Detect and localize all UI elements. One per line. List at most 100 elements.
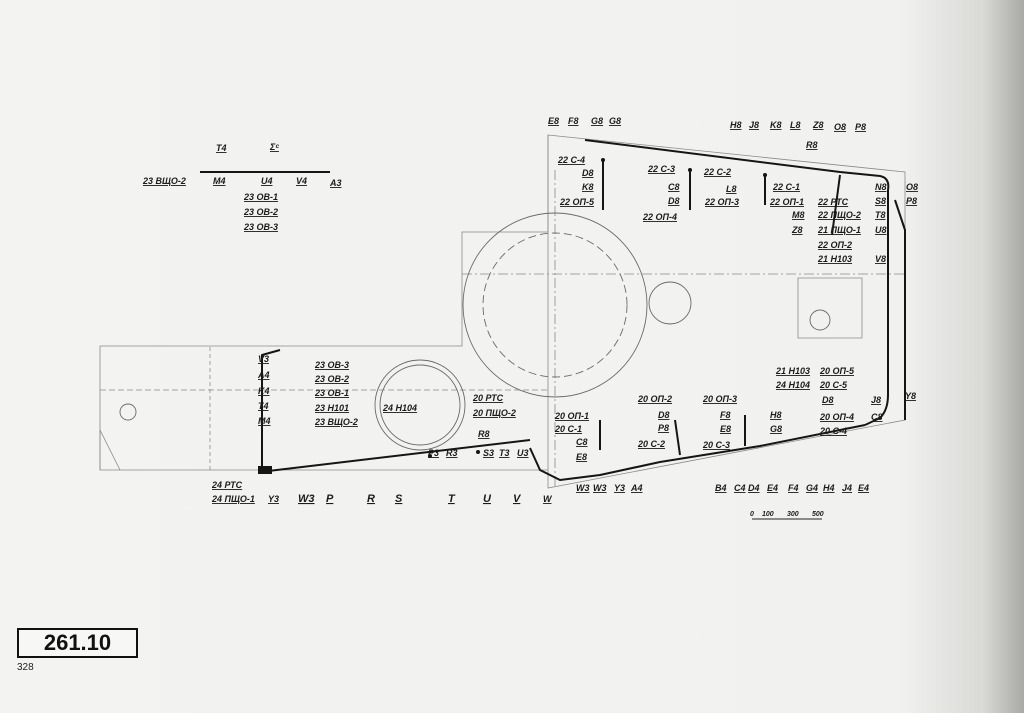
callout-label: W3	[576, 483, 590, 493]
callout-label: S8	[875, 196, 886, 206]
callout-label: R8	[478, 429, 490, 439]
callout-label: O8	[906, 182, 918, 192]
callout-label: M4	[258, 416, 271, 426]
callout-label: R	[367, 493, 375, 505]
callout-label: J4	[842, 483, 852, 493]
callout-label: 23 ОВ-3	[314, 360, 349, 370]
callout-label: Z8	[812, 120, 824, 130]
callout-label: 20 С-1	[554, 424, 582, 434]
callout-label: 23 ОВ-1	[314, 388, 349, 398]
callout-label: 20 ОП-4	[819, 412, 854, 422]
callout-label: E4	[767, 483, 778, 493]
callout-label: T4	[216, 143, 227, 153]
callout-label: 24 РТС	[211, 480, 243, 490]
callout-label: 21 Н103	[775, 366, 810, 376]
callout-label: D8	[822, 395, 834, 405]
callout-label: S	[395, 493, 403, 505]
callout-label: C4	[734, 483, 746, 493]
callout-label: 22 РТС	[817, 197, 849, 207]
callout-label: V8	[875, 254, 886, 264]
scale-bar: 0 100 300 500	[750, 511, 824, 520]
callout-label: 20 С-4	[819, 426, 847, 436]
callout-label: Σᶜ	[269, 142, 279, 152]
callout-label: E8	[548, 116, 559, 126]
callout-label: 24 ПЩО-1	[211, 494, 255, 504]
callout-label: T3	[499, 448, 510, 458]
callout-label: D4	[748, 483, 760, 493]
callout-label: 23 ОВ-2	[243, 207, 278, 217]
callout-label: V4	[296, 176, 307, 186]
callout-label: 21 ПЩО-1	[817, 225, 861, 235]
callout-label: J8	[749, 120, 759, 130]
callout-label: Z8	[791, 225, 803, 235]
callout-label: Y8	[905, 391, 916, 401]
callout-label: D8	[582, 168, 594, 178]
callout-label: T	[448, 493, 456, 505]
callout-label: G8	[770, 424, 782, 434]
callout-label: T8	[875, 210, 886, 220]
callout-label: 20 ОП-1	[554, 411, 589, 421]
callout-label: A3	[329, 178, 342, 188]
callout-label: A4	[257, 370, 270, 380]
callout-label: K8	[582, 182, 594, 192]
scale-tick: 300	[787, 511, 799, 518]
callout-label: 23 ОВ-3	[243, 222, 278, 232]
callout-label: L8	[726, 184, 737, 194]
scale-tick: 0	[750, 511, 754, 518]
callout-label: H8	[770, 410, 782, 420]
callout-label: E8	[576, 452, 587, 462]
callout-label: D8	[668, 196, 680, 206]
callout-label: P8	[855, 122, 866, 132]
callout-label: 23 Н101	[314, 403, 349, 413]
callout-label: B4	[715, 483, 727, 493]
callout-label: W	[543, 494, 553, 504]
callout-label: T4	[258, 401, 269, 411]
callout-label: E4	[858, 483, 869, 493]
callout-label: D8	[658, 410, 670, 420]
callout-label: G8	[609, 116, 621, 126]
callout-label: E8	[720, 424, 731, 434]
callout-label: C8	[871, 412, 883, 422]
callout-label: 22 ОП-2	[817, 240, 852, 250]
callout-label: 22 ОП-1	[769, 197, 804, 207]
callout-label: Y3	[268, 494, 279, 504]
callout-label: 20 С-3	[702, 440, 730, 450]
callout-label: C8	[576, 437, 588, 447]
callout-label: 20 ОП-5	[819, 366, 855, 376]
scale-tick: 500	[812, 511, 824, 518]
callout-label: 20 РТС	[472, 393, 504, 403]
callout-label: K4	[258, 386, 270, 396]
callout-label: Y3	[614, 483, 625, 493]
callout-label: V	[513, 493, 522, 505]
callout-label: 23 ОВ-1	[243, 192, 278, 202]
callout-label: H8	[730, 120, 742, 130]
scale-tick: 100	[762, 511, 774, 518]
callout-label: 23 ВЩО-2	[314, 417, 358, 427]
callout-label: M8	[792, 210, 805, 220]
page-number: 328	[17, 662, 34, 673]
callout-label: U8	[875, 225, 887, 235]
callout-label: 20 ОП-2	[637, 394, 672, 404]
callout-label: P8	[658, 423, 669, 433]
callout-label: 22 ОП-5	[559, 197, 595, 207]
callout-label: 22 ОП-3	[704, 197, 739, 207]
callout-label: 24 Н104	[775, 380, 810, 390]
callout-label: W3	[593, 483, 607, 493]
callout-label: U	[483, 493, 492, 505]
callout-label: M4	[213, 176, 226, 186]
callout-label: P8	[906, 196, 917, 206]
callout-label: 22 ПЩО-2	[817, 210, 861, 220]
callout-label: 22 С-1	[772, 182, 800, 192]
callout-label: 22 С-4	[557, 155, 585, 165]
plate-number: 261.10	[17, 628, 138, 658]
callout-label: P	[326, 493, 334, 505]
callout-label: 20 С-5	[819, 380, 848, 390]
callout-label: U4	[261, 176, 273, 186]
hull-outline	[99, 134, 906, 489]
callout-label: 22 С-2	[703, 167, 731, 177]
callout-label: G4	[806, 483, 818, 493]
callout-label: N8	[875, 182, 887, 192]
callout-label: F8	[568, 116, 579, 126]
